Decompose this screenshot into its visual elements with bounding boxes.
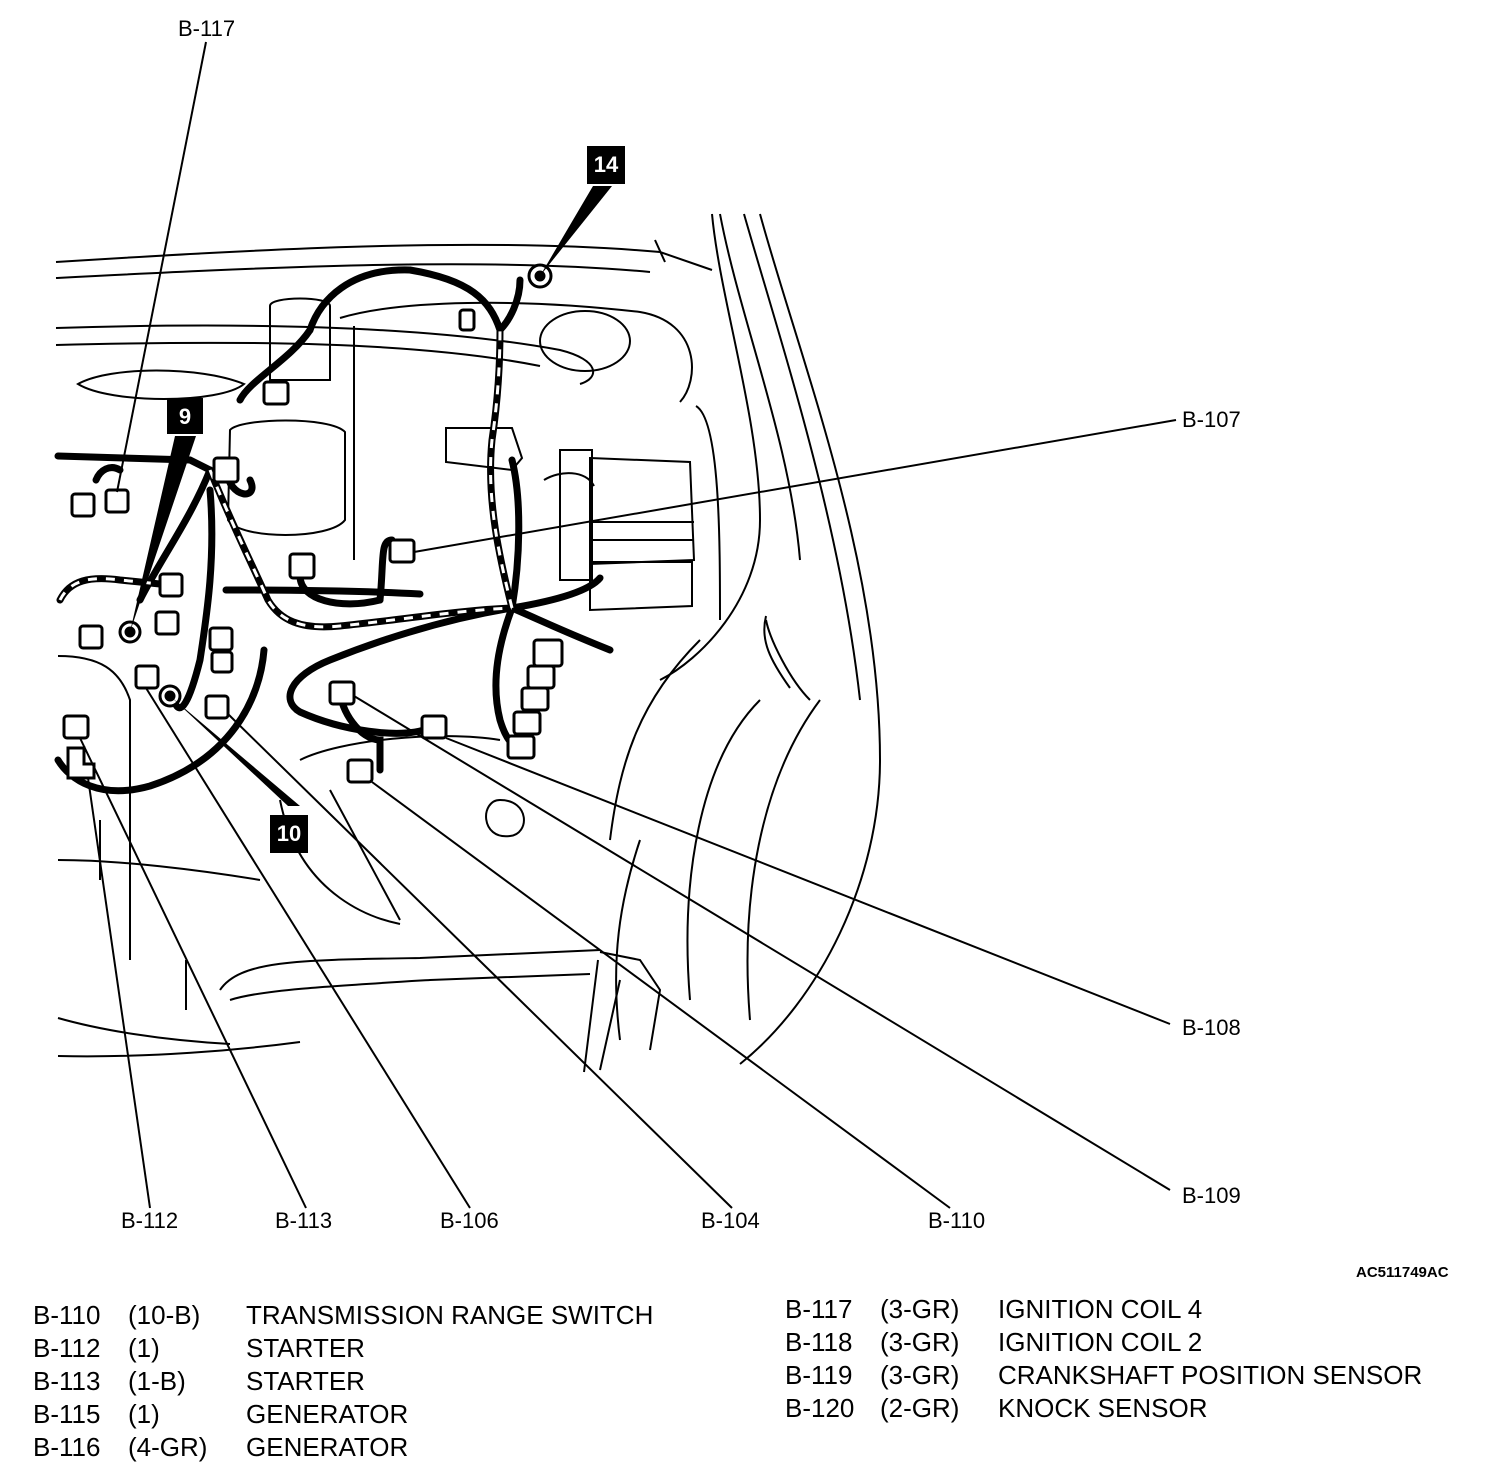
callout-b117: B-117: [178, 16, 236, 41]
legend-row: B-115 (1) GENERATOR: [33, 1398, 653, 1431]
connectors: [62, 308, 564, 784]
svg-text:9: 9: [179, 404, 191, 429]
legend-row: B-117 (3-GR) IGNITION COIL 4: [785, 1293, 1422, 1326]
badge-pointer-10: [170, 696, 300, 806]
legend-code: B-118: [785, 1327, 853, 1357]
connector: [526, 664, 556, 690]
leader-lines: [79, 41, 1177, 1209]
connector: [70, 492, 96, 518]
legend-spec: (3-GR): [880, 1360, 960, 1390]
legend-spec: (3-GR): [880, 1294, 960, 1324]
legend-row: B-118 (3-GR) IGNITION COIL 2: [785, 1326, 1422, 1359]
connector-b113: [134, 664, 160, 690]
connector: [262, 380, 290, 406]
legend-name: STARTER: [246, 1366, 365, 1396]
legend-row: B-113 (1-B) STARTER: [33, 1365, 653, 1398]
connector-b107: [388, 538, 416, 564]
legend-name: CRANKSHAFT POSITION SENSOR: [998, 1360, 1423, 1390]
connector: [78, 624, 104, 650]
badge-pointers: [130, 186, 612, 806]
callout-b113: B-113: [275, 1208, 333, 1233]
connector: [288, 552, 316, 580]
connector: [154, 610, 180, 636]
legend-spec: (1): [128, 1399, 160, 1429]
engine-compartment-diagram: 14 9 10: [54, 41, 1177, 1209]
connector: [520, 686, 550, 712]
legend-code: B-119: [785, 1360, 853, 1390]
legend-code: B-112: [33, 1333, 101, 1363]
svg-text:14: 14: [594, 152, 619, 177]
legend-name: GENERATOR: [246, 1432, 409, 1462]
connector: [208, 626, 234, 652]
leader-b104: [227, 713, 733, 1209]
connector: [512, 710, 542, 736]
leader-b113: [79, 737, 307, 1209]
ground-badge-10: 10: [270, 815, 308, 853]
legend-right: B-117 (3-GR) IGNITION COIL 4 B-118 (3-GR…: [785, 1293, 1422, 1425]
connector-b112: [62, 714, 90, 740]
legend-row: B-110 (10-B) TRANSMISSION RANGE SWITCH: [33, 1299, 653, 1332]
callout-b109: B-109: [1182, 1183, 1241, 1208]
leader-b108: [445, 737, 1171, 1025]
legend-spec: (10-B): [128, 1300, 201, 1330]
leader-b117: [116, 41, 207, 493]
legend-spec: (1): [128, 1333, 160, 1363]
ground-badge-9: 9: [167, 398, 203, 434]
connector-b110: [346, 758, 374, 784]
legend-name: IGNITION COIL 4: [998, 1294, 1203, 1324]
wiring-harness-dashes: [58, 329, 514, 629]
legend-name: TRANSMISSION RANGE SWITCH: [246, 1300, 654, 1330]
leader-b112: [87, 777, 151, 1209]
callout-b112: B-112: [121, 1208, 179, 1233]
ground-points: [118, 263, 553, 708]
legend-code: B-110: [33, 1300, 101, 1330]
leader-b110: [371, 781, 951, 1209]
figure-id: AC511749AC: [1356, 1264, 1449, 1281]
engine-outline: [55, 213, 882, 1073]
callout-b110: B-110: [928, 1208, 986, 1233]
legend-row: B-116 (4-GR) GENERATOR: [33, 1431, 653, 1464]
connector: [458, 308, 476, 332]
legend-name: STARTER: [246, 1333, 365, 1363]
leader-b109: [353, 695, 1171, 1191]
legend-code: B-117: [785, 1294, 853, 1324]
legend-row: B-120 (2-GR) KNOCK SENSOR: [785, 1392, 1422, 1425]
svg-text:10: 10: [277, 821, 301, 846]
legend-name: KNOCK SENSOR: [998, 1393, 1208, 1423]
legend-spec: (1-B): [128, 1366, 186, 1396]
connector-b108: [420, 714, 448, 740]
connector: [66, 746, 96, 780]
callout-b106: B-106: [440, 1208, 499, 1233]
legend-code: B-113: [33, 1366, 101, 1396]
legend-spec: (3-GR): [880, 1327, 960, 1357]
connector: [532, 638, 564, 668]
connector: [506, 734, 536, 760]
leader-b107: [413, 419, 1177, 553]
legend-name: GENERATOR: [246, 1399, 409, 1429]
connector-b104: [204, 694, 230, 720]
legend-left: B-110 (10-B) TRANSMISSION RANGE SWITCH B…: [33, 1299, 653, 1464]
connector: [158, 572, 184, 598]
legend-row: B-119 (3-GR) CRANKSHAFT POSITION SENSOR: [785, 1359, 1422, 1392]
callout-b108: B-108: [1182, 1015, 1241, 1040]
legend-code: B-115: [33, 1399, 101, 1429]
legend-code: B-120: [785, 1393, 855, 1423]
callout-b104: B-104: [701, 1208, 760, 1233]
badge-pointer-9: [130, 436, 196, 632]
callout-b107: B-107: [1182, 407, 1241, 432]
ground-badge-14: 14: [587, 146, 625, 184]
legend-code: B-116: [33, 1432, 101, 1462]
connector: [210, 650, 234, 674]
badge-pointer-14: [540, 186, 612, 276]
connector: [212, 456, 240, 484]
legend-spec: (4-GR): [128, 1432, 208, 1462]
legend-name: IGNITION COIL 2: [998, 1327, 1203, 1357]
legend-row: B-112 (1) STARTER: [33, 1332, 653, 1365]
connector-b117: [104, 488, 130, 514]
legend-spec: (2-GR): [880, 1393, 960, 1423]
leader-b106: [145, 687, 471, 1209]
connector-b109: [328, 680, 356, 706]
